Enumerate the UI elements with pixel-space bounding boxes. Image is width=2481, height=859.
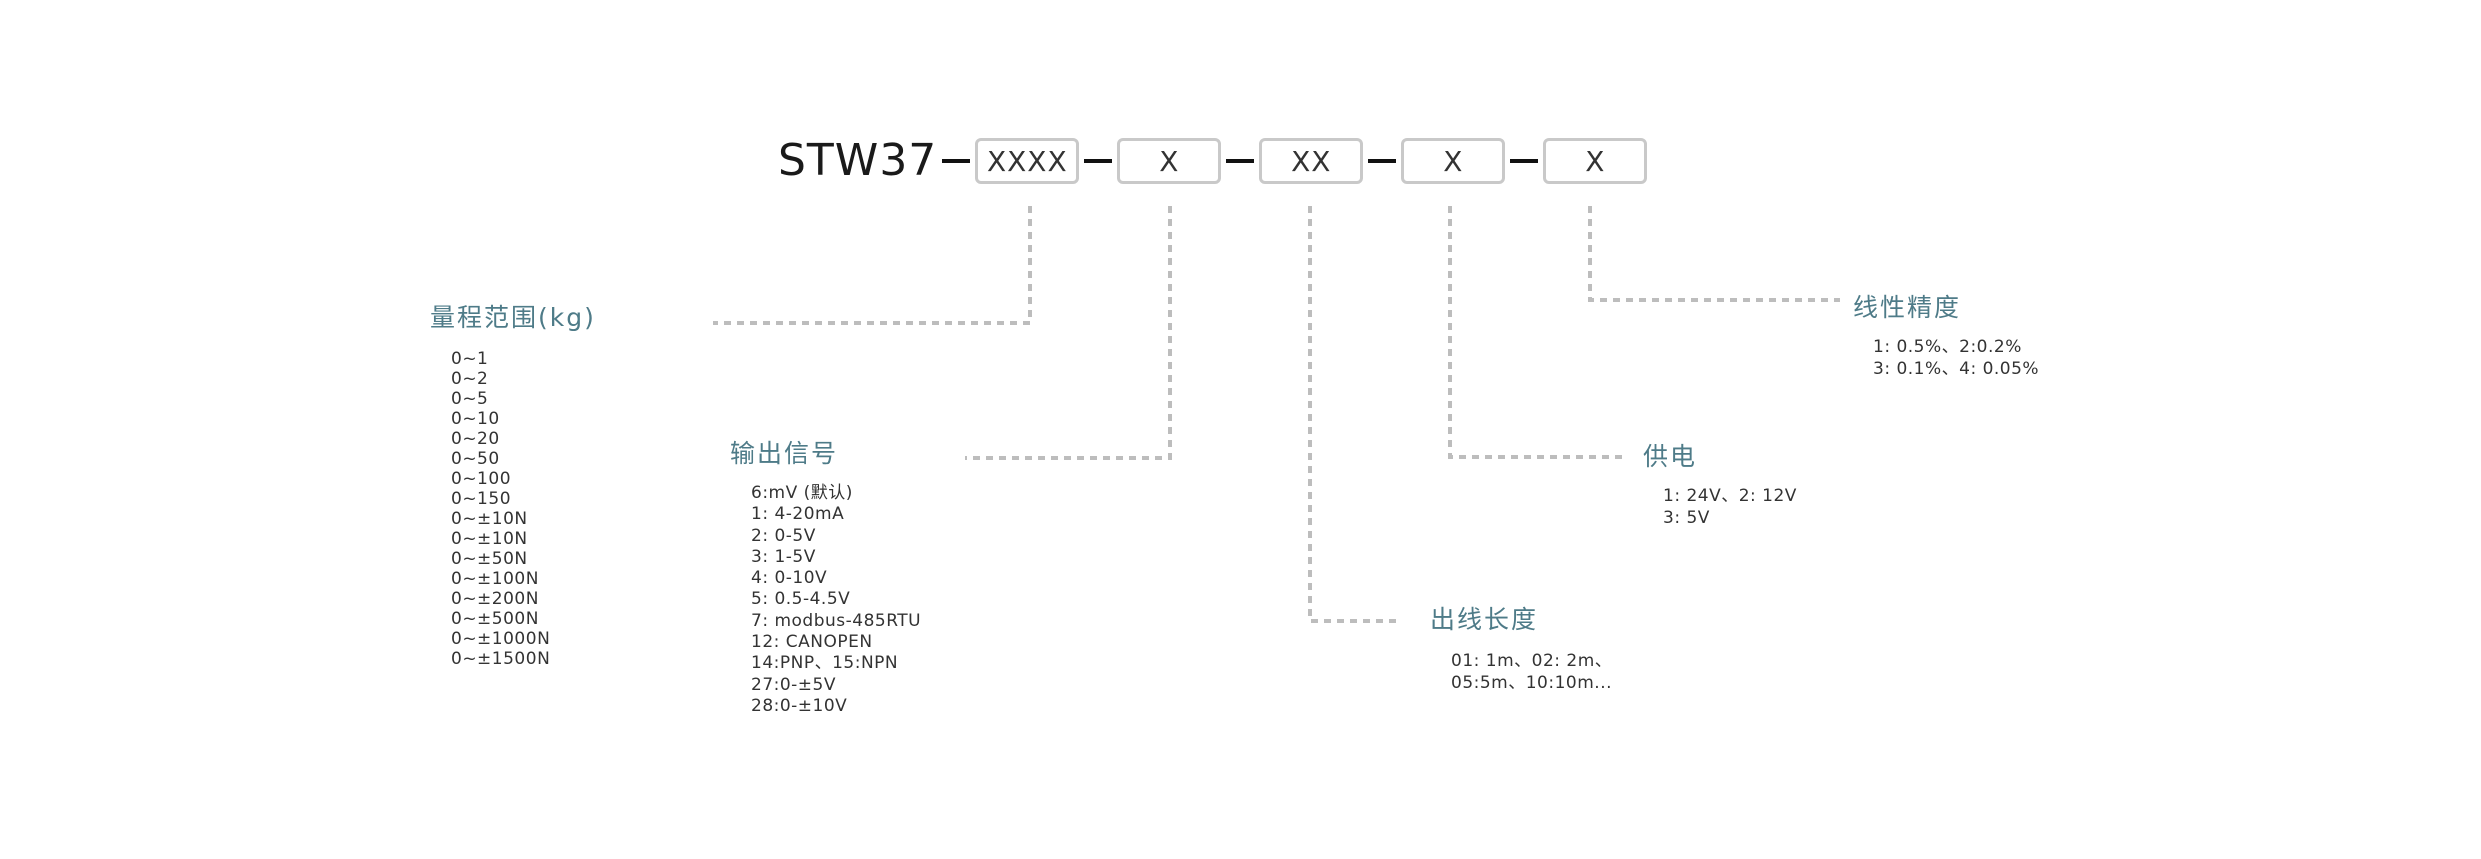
length-code-box: XX: [1259, 138, 1364, 184]
list-item: 28:0-±10V: [751, 695, 848, 716]
range-group: 量程范围(kg) 0~1 0~2 0~5 0~10 0~20 0~50 0~10…: [430, 302, 596, 669]
list-item: 2: 0-5V: [751, 525, 816, 546]
range-title: 量程范围(kg): [430, 303, 596, 332]
list-item: 1: 0.5%、2:0.2%: [1873, 337, 2022, 357]
list-item: 0~10: [451, 409, 500, 429]
list-item: 3: 5V: [1663, 508, 1710, 528]
list-item: 0~±500N: [451, 609, 539, 629]
separator-dash: [1084, 159, 1113, 163]
length-title: 出线长度: [1430, 605, 1539, 634]
separator-dash: [1226, 159, 1255, 163]
length-list: 01: 1m、02: 2m、 05:5m、10:10m...: [1451, 650, 1612, 694]
list-item: 4: 0-10V: [751, 568, 828, 589]
list-item: 7: modbus-485RTU: [751, 610, 922, 631]
accuracy-list: 1: 0.5%、2:0.2% 3: 0.1%、4: 0.05%: [1873, 336, 2039, 380]
output-code-box: X: [1117, 138, 1222, 184]
list-item: 0~20: [451, 429, 500, 449]
power-list: 1: 24V、2: 12V 3: 5V: [1663, 485, 1797, 529]
list-item: 0~±200N: [451, 589, 539, 609]
range-code-box: XXXX: [975, 138, 1080, 184]
list-item: 14:PNP、15:NPN: [751, 653, 899, 674]
connector-power: [1448, 206, 1625, 459]
length-group: 出线长度 01: 1m、02: 2m、 05:5m、10:10m...: [1430, 604, 1612, 694]
list-item: 0~±100N: [451, 569, 539, 589]
list-item: 0~±1500N: [451, 649, 551, 669]
output-group: 输出信号 6:mV (默认) 1: 4-20mA 2: 0-5V 3: 1-5V…: [730, 438, 921, 717]
list-item: 01: 1m、02: 2m、: [1451, 651, 1613, 671]
list-item: 3: 0.1%、4: 0.05%: [1873, 359, 2040, 379]
power-title: 供电: [1643, 442, 1698, 471]
separator-dash: [942, 159, 971, 163]
power-group: 供电 1: 24V、2: 12V 3: 5V: [1643, 441, 1797, 529]
connector-length: [1308, 206, 1402, 623]
list-item: 0~±50N: [451, 549, 528, 569]
list-item: 0~±10N: [451, 529, 528, 549]
separator-dash: [1510, 159, 1539, 163]
connector-accuracy: [1588, 206, 1840, 302]
list-item: 05:5m、10:10m...: [1451, 673, 1612, 693]
list-item: 0~1: [451, 349, 489, 369]
separator-dash: [1368, 159, 1397, 163]
power-code-box: X: [1401, 138, 1506, 184]
output-title: 输出信号: [730, 439, 839, 468]
list-item: 6:mV (默认): [751, 483, 853, 503]
list-item: 0~5: [451, 389, 489, 409]
list-item: 27:0-±5V: [751, 674, 836, 695]
connector-output: [965, 206, 1172, 460]
list-item: 12: CANOPEN: [751, 632, 873, 653]
model-code: STW37 XXXX X XX X X: [778, 133, 1648, 189]
list-item: 0~±10N: [451, 509, 528, 529]
list-item: 1: 24V、2: 12V: [1663, 486, 1797, 506]
list-item: 0~±1000N: [451, 629, 551, 649]
range-list: 0~1 0~2 0~5 0~10 0~20 0~50 0~100 0~150 0…: [451, 349, 596, 669]
list-item: 3: 1-5V: [751, 546, 816, 567]
model-prefix: STW37: [778, 135, 938, 186]
list-item: 0~2: [451, 369, 489, 389]
list-item: 0~50: [451, 449, 500, 469]
list-item: 1: 4-20mA: [751, 504, 845, 525]
connector-range: [713, 206, 1032, 325]
list-item: 0~100: [451, 469, 512, 489]
list-item: 5: 0.5-4.5V: [751, 589, 851, 610]
accuracy-group: 线性精度 1: 0.5%、2:0.2% 3: 0.1%、4: 0.05%: [1853, 292, 2039, 380]
accuracy-title: 线性精度: [1853, 293, 1962, 322]
output-list: 6:mV (默认) 1: 4-20mA 2: 0-5V 3: 1-5V 4: 0…: [751, 483, 921, 717]
accuracy-code-box: X: [1543, 138, 1648, 184]
list-item: 0~150: [451, 489, 512, 509]
